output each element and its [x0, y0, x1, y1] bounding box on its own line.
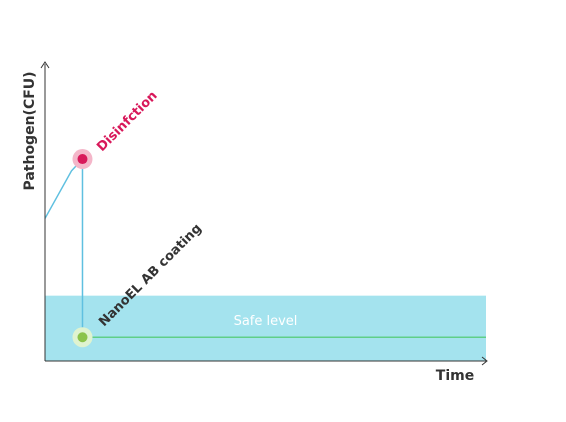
y-axis-label: Pathogen(CFU)	[22, 71, 38, 190]
safe-level-band	[45, 295, 486, 361]
point-marker-1	[77, 332, 88, 343]
series-line-0	[44, 158, 84, 219]
x-axis-arrow	[481, 356, 488, 366]
y-axis-arrow	[40, 61, 50, 69]
disinfection-label: Disinfction	[94, 88, 160, 154]
x-axis-label: Time	[436, 368, 474, 384]
safe-level-label: Safe level	[234, 314, 298, 329]
points-layer	[72, 149, 93, 348]
point-marker-0	[77, 154, 88, 165]
